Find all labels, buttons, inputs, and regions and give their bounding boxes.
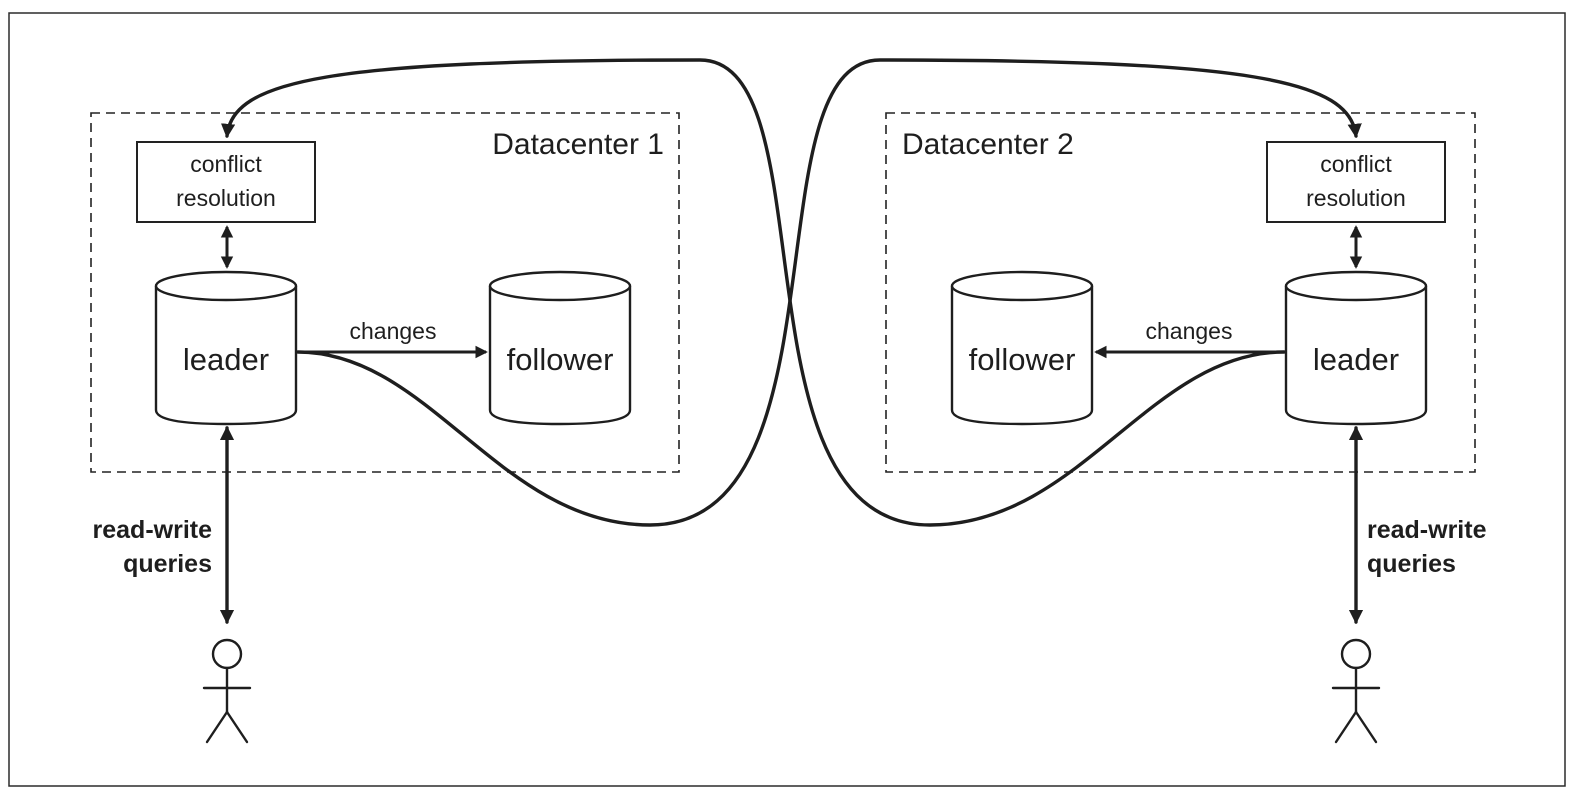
- follower-label-1: follower: [507, 342, 614, 377]
- follower-database-1: follower: [488, 270, 632, 426]
- datacenter-1: Datacenter 1 conflict resolution leader …: [90, 112, 680, 744]
- leader-label-2: leader: [1313, 342, 1399, 377]
- conflict-resolution-box-1: [136, 141, 316, 223]
- leader-database-1: leader: [154, 270, 298, 426]
- query-label-2a: read-write: [1367, 516, 1487, 544]
- conflict-resolution-label-1a: conflict: [190, 151, 262, 177]
- datacenter-2: Datacenter 2 conflict resolution followe…: [885, 112, 1487, 744]
- query-label-1b: queries: [123, 550, 212, 578]
- changes-label-1: changes: [350, 318, 437, 344]
- conflict-resolution-label-2b: resolution: [1306, 185, 1406, 211]
- replication-curve-dc2-to-dc1: [220, 58, 1286, 527]
- query-label-2b: queries: [1367, 550, 1456, 578]
- client-user-2: [1331, 638, 1381, 744]
- datacenter-2-boundary: [885, 112, 1476, 473]
- datacenter-1-boundary: [90, 112, 680, 473]
- conflict-resolution-label-1b: resolution: [176, 185, 276, 211]
- client-user-1: [202, 638, 252, 744]
- leader-label-1: leader: [183, 342, 269, 377]
- follower-label-2: follower: [969, 342, 1076, 377]
- conflict-resolution-box-2: [1266, 141, 1446, 223]
- changes-label-2: changes: [1146, 318, 1233, 344]
- leader-database-2: leader: [1284, 270, 1428, 426]
- follower-database-2: follower: [950, 270, 1094, 426]
- query-label-1a: read-write: [93, 516, 213, 544]
- replication-curve-dc1-to-dc2: [296, 58, 1362, 527]
- datacenter-2-label: Datacenter 2: [902, 128, 1074, 161]
- conflict-resolution-label-2a: conflict: [1320, 151, 1392, 177]
- datacenter-1-label: Datacenter 1: [492, 128, 664, 161]
